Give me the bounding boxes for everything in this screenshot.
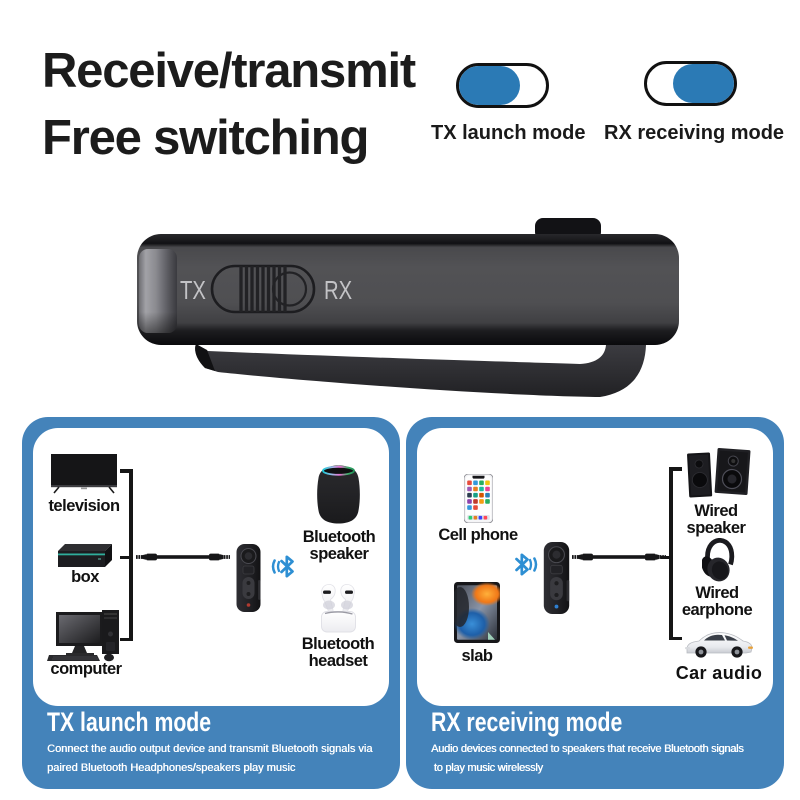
svg-text:TX: TX [180,276,206,305]
svg-text:RX: RX [324,276,353,305]
